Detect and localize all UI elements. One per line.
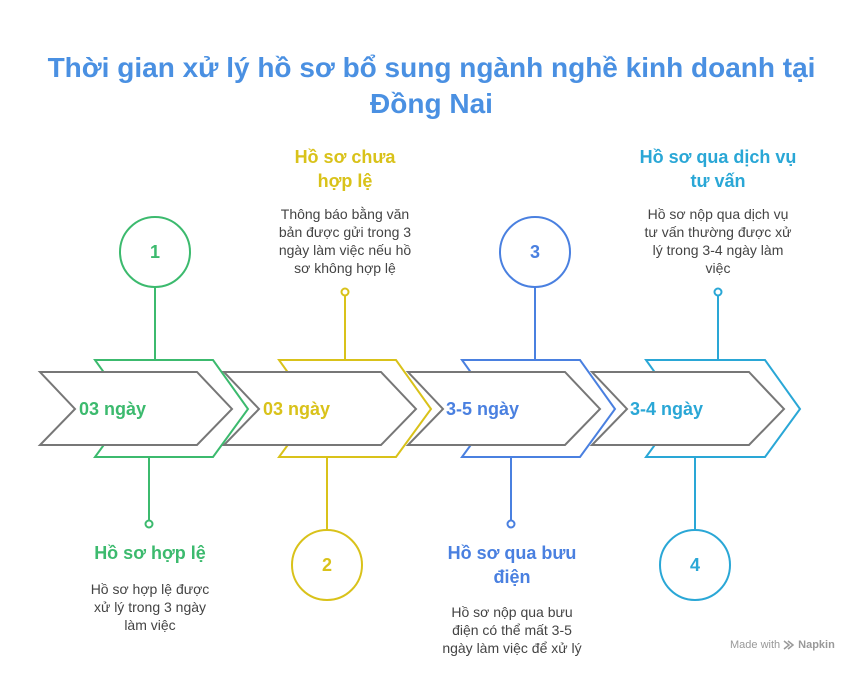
step-3-number: 3: [530, 242, 540, 262]
step-1-heading: Hồ sơ hợp lệ: [94, 543, 206, 563]
step-1-number: 1: [150, 242, 160, 262]
made-with-label: Made with: [730, 639, 781, 651]
step-4-circle: [659, 529, 731, 601]
chevron-gray-2: [221, 371, 418, 446]
step-4-description: Hồ sơ nộp qua dịch vụ tư vấn thường được…: [644, 206, 792, 276]
step-2-circle: [291, 529, 363, 601]
step-1-duration: 03 ngày: [79, 399, 146, 419]
step-1-description: Hồ sơ hợp lệ được xử lý trong 3 ngày làm…: [90, 581, 210, 633]
connector-dot-3: [506, 519, 516, 529]
chevron-gray-4: [589, 371, 786, 446]
made-with-napkin: Made with Napkin: [730, 639, 835, 651]
diagram-title: Thời gian xử lý hồ sơ bổ sung ngành nghề…: [47, 52, 816, 119]
chevron-gray-3: [405, 371, 602, 446]
connector-dot-2: [340, 287, 350, 297]
step-2-number: 2: [322, 555, 332, 575]
step-4-heading: Hồ sơ qua dịch vụ tư vấn: [639, 147, 797, 191]
step-1-circle: [119, 216, 191, 288]
step-2-duration: 03 ngày: [263, 399, 330, 419]
step-3-duration: 3-5 ngày: [446, 399, 519, 419]
connector-dot-4: [713, 287, 723, 297]
step-4-number: 4: [690, 555, 700, 575]
step-2-description: Thông báo bằng văn bản được gửi trong 3 …: [278, 206, 412, 276]
step-3-heading: Hồ sơ qua bưu điện: [447, 543, 577, 587]
chevron-gray-1: [37, 371, 234, 446]
napkin-brand-label: Napkin: [798, 639, 835, 651]
step-2-heading: Hồ sơ chưa hợp lệ: [294, 147, 396, 191]
step-4-duration: 3-4 ngày: [630, 399, 703, 419]
step-3-circle: [499, 216, 571, 288]
step-3-description: Hồ sơ nộp qua bưu điện có thể mất 3-5 ng…: [442, 604, 582, 656]
connector-dot-1: [144, 519, 154, 529]
napkin-logo-icon: [783, 640, 795, 650]
